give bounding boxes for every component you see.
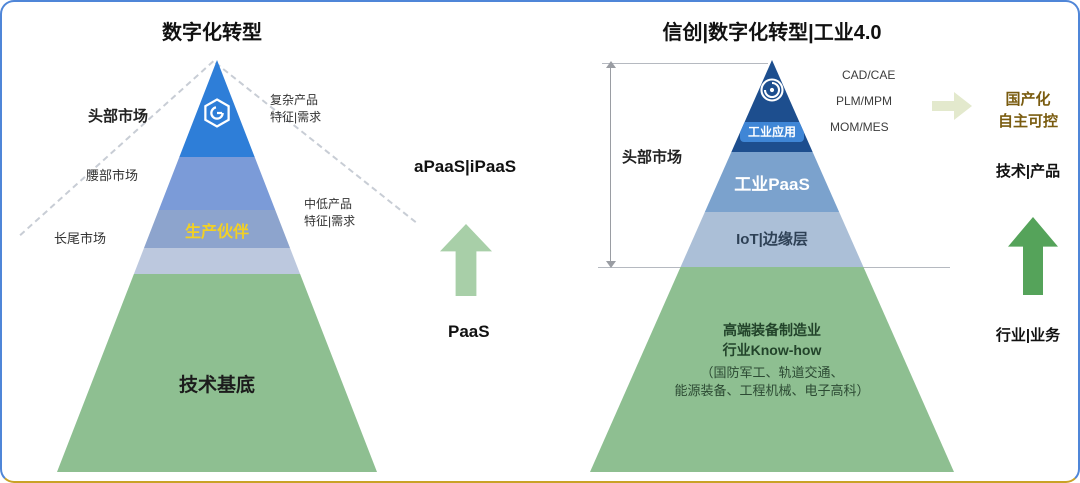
annotation-complex-line2: 特征|需求: [270, 110, 322, 124]
annotation-complex-line1: 复杂产品: [270, 93, 319, 107]
partner-band-label: 生产伙伴: [184, 224, 249, 241]
right-market-label: 头部市场: [622, 149, 683, 166]
tech-base-label: 技术基底: [178, 375, 255, 396]
market-label-top: 头部市场: [88, 108, 149, 125]
industry-business-label: 行业|业务: [995, 327, 1061, 344]
arrow-up-icon-right: [1008, 217, 1058, 295]
aperture-icon: [590, 76, 954, 109]
green-line4: 能源装备、工程机械、电子高科）: [674, 383, 870, 398]
annotation-complex-products: 复杂产品 特征|需求: [270, 92, 321, 126]
tech-product-label: 技术|产品: [995, 163, 1061, 180]
market-label-tail: 长尾市场: [54, 231, 107, 246]
annotation-midlow-products: 中低产品 特征|需求: [304, 196, 355, 230]
annotation-midlow-line1: 中低产品: [304, 197, 353, 211]
green-line3: （国防军工、轨道交通、: [700, 365, 844, 380]
green-line2: 行业Know-how: [722, 342, 822, 358]
left-title: 数字化转型: [162, 22, 262, 44]
localization-label-1: 国产化: [1005, 91, 1051, 108]
measure-top-line: [602, 63, 768, 64]
tech-label-mom: MOM/MES: [830, 120, 889, 134]
right-pyramid: 工业应用 工业PaaS IoT|边缘层 高端装备制造业 行业Know-how （…: [590, 60, 954, 472]
pyramid-layer-light: [57, 248, 377, 274]
tech-label-plm: PLM/MPM: [836, 94, 893, 108]
paas-label: PaaS: [448, 322, 490, 341]
logo-hexagon-icon: [57, 96, 377, 135]
arrow-up-icon-left: [440, 224, 492, 296]
green-line1: 高端装备制造业: [723, 322, 821, 338]
tech-label-cad: CAD/CAE: [842, 68, 896, 82]
right-title: 信创|数字化转型|工业4.0: [662, 22, 882, 44]
measure-arrowhead-down-icon: [606, 261, 616, 268]
measure-arrowhead-up-icon: [606, 61, 616, 68]
annotation-midlow-line2: 特征|需求: [304, 214, 356, 228]
localization-label-2: 自主可控: [997, 113, 1058, 130]
iot-edge-label: IoT|边缘层: [736, 231, 808, 248]
industrial-app-badge: 工业应用: [740, 122, 804, 142]
market-label-middle: 腰部市场: [86, 168, 139, 183]
arrow-right-icon: [932, 92, 972, 120]
apaas-label: aPaaS|iPaaS: [414, 157, 517, 176]
industrial-paas-label: 工业PaaS: [734, 175, 810, 194]
measure-vertical-line: [610, 68, 611, 262]
